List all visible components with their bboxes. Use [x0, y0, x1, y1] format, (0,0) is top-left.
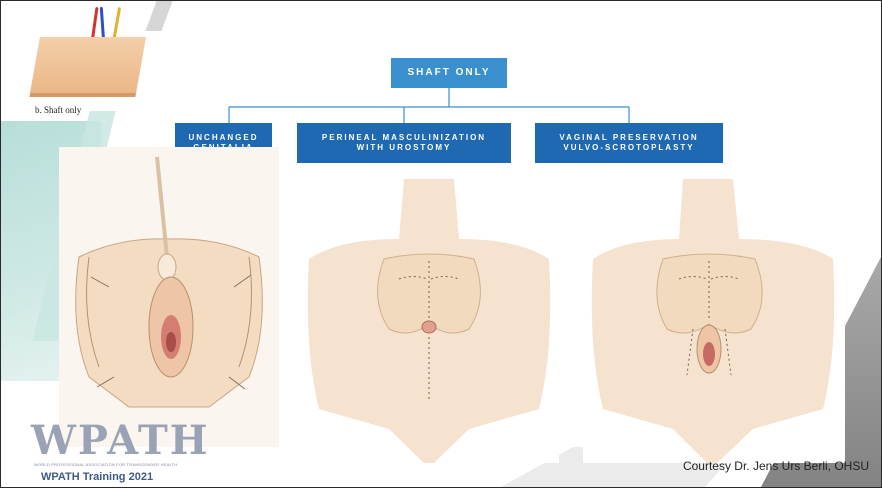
image-credit: Courtesy Dr. Jens Urs Berli, OHSU — [683, 459, 869, 473]
box-line-2: WITH UROSTOMY — [357, 143, 452, 153]
illustration-perineal-masculinization — [299, 179, 559, 463]
box-line-1: UNCHANGED — [189, 133, 259, 143]
association-name: WORLD PROFESSIONAL ASSOCIATION FOR TRANS… — [34, 462, 177, 467]
box-line-1: VAGINAL PRESERVATION — [559, 133, 698, 143]
training-label: WPATH Training 2021 — [41, 471, 153, 483]
vaginal-preservation-box: VAGINAL PRESERVATION VULVO-SCROTOPLASTY — [535, 123, 723, 163]
illustration-unchanged-genitalia — [59, 147, 279, 447]
box-line-2: VULVO-SCROTOPLASTY — [563, 143, 694, 153]
perineal-masculinization-box: PERINEAL MASCULINIZATION WITH UROSTOMY — [297, 123, 511, 163]
shaft-only-box: SHAFT ONLY — [391, 58, 507, 88]
illustration-vaginal-preservation — [583, 179, 845, 463]
shaft-only-label: SHAFT ONLY — [408, 67, 491, 80]
wpath-logo: WPATH — [31, 421, 210, 461]
box-line-1: PERINEAL MASCULINIZATION — [322, 133, 486, 143]
